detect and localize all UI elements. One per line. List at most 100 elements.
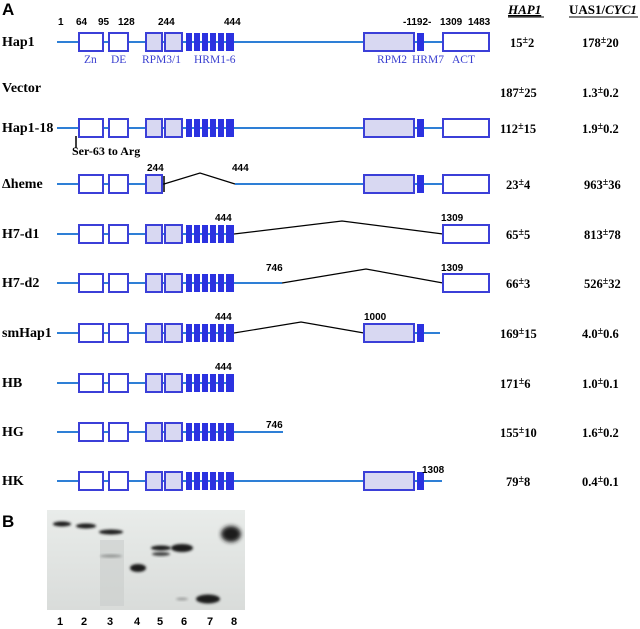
domain-label-de: DE [111,54,126,66]
rpm1-domain [164,471,183,491]
uas-value: 1.0±0.1 [582,376,619,391]
band-lane7-faint [176,597,188,601]
hrm1-6-repeats [186,225,234,243]
construct-row-hg: HG 746 155±10 1.6±0.2 [2,420,619,442]
construct-row-smhap1: smHap1 444 1000 169±15 4.0±0.6 [2,312,619,343]
uas-value: 1.3±0.2 [582,85,619,100]
domain-label-act: ACT [452,54,475,66]
hrm1-6-repeats [186,33,234,51]
breakpoint-number-a: 444 [215,213,232,224]
pos-444: 444 [224,17,241,28]
zn-domain [78,273,104,293]
lane-number: 1 [57,616,63,628]
deletion-line [163,172,236,185]
uas-value: 526±32 [584,276,621,291]
hap1-value: 187±25 [500,85,537,100]
uas-column-header: UAS1/CYC1 [569,2,637,17]
rpm1-domain [164,373,183,393]
domain-label-rpm31: RPM3/1 [142,54,181,66]
rpm1-domain [164,323,183,343]
construct-row-hb: HB 444 171±6 1.0±0.1 [2,362,619,393]
act-domain [442,118,490,138]
band-lane7 [196,594,220,604]
construct-row-vector: Vector 187±25 1.3±0.2 [2,81,619,100]
hap1-value: 15±2 [510,35,534,50]
mutation-note: Ser-63 to Arg [72,144,140,158]
pos-64: 64 [76,17,88,28]
rpm1-domain [164,422,183,442]
act-domain [442,224,490,244]
position-numbers: 1 64 95 128 244 444 -1192- 1309 1483 [58,17,491,28]
zn-domain [78,373,104,393]
hap1-value: 66±3 [506,276,530,291]
panel-b-label: B [2,512,14,531]
hrm1-6-repeats [186,423,234,441]
uas-value: 813±78 [584,227,621,242]
construct-name: Δheme [2,177,43,192]
rpm1-domain [164,32,183,52]
rpm3-domain [145,174,163,194]
band-lane8 [221,526,241,542]
band-lane3-faint [100,554,122,558]
hrm1-6-repeats [186,324,234,342]
pos-95: 95 [98,17,110,28]
construct-name: HG [2,425,24,440]
zn-domain [78,323,104,343]
domain-label-hrm7: HRM7 [412,54,444,66]
lane-number: 5 [157,616,163,628]
de-domain [108,273,129,293]
uas-value: 178±20 [582,35,619,50]
deletion-end-number: 444 [232,163,249,174]
deletion-line [281,268,444,284]
blot-membrane [47,510,245,610]
construct-row-hap1: Hap1 15±2 178±20 [2,32,619,52]
construct-name: HB [2,376,22,391]
band-lane1 [53,521,71,527]
band-lane5-lower [152,552,170,556]
de-domain [108,118,129,138]
band-lane2 [76,523,96,529]
band-lane3 [99,529,123,535]
blot-bands [53,521,241,604]
construct-name: H7-d2 [2,276,39,291]
lane-number: 4 [134,616,141,628]
construct-name: Hap1-18 [2,121,53,136]
domain-labels: Zn DE RPM3/1 HRM1-6 RPM2 HRM7 ACT [84,54,475,66]
hrm1-6-repeats [186,374,234,392]
construct-name: Hap1 [2,35,35,50]
uas-value: 0.4±0.1 [582,474,619,489]
breakpoint-number-b: 1000 [364,312,387,323]
rpm3-domain [145,273,163,293]
hrm7-domain [417,175,424,193]
band-lane5-upper [151,545,171,551]
pos-1309: 1309 [440,17,463,28]
uas-header-prefix: UAS1/ [569,2,606,17]
construct-row-delta-heme: Δheme 244 444 23±4 963±36 [2,163,621,194]
construct-row-hk: HK 1308 79±8 0.4±0.1 [2,465,619,491]
construct-row-h7-d2: H7-d2 746 1309 66±3 526±32 [2,263,621,293]
uas-value: 1.9±0.2 [582,121,619,136]
pos-1483: 1483 [468,17,491,28]
rpm1-domain [164,273,183,293]
pos-1: 1 [58,17,64,28]
uas-value: 963±36 [584,177,621,192]
breakpoint-number-a: 444 [215,312,232,323]
hap1-value: 169±15 [500,326,537,341]
rpm1-domain [164,118,183,138]
breakpoint-number-a: 746 [266,263,283,274]
de-domain [108,174,129,194]
end-number: 444 [215,362,232,373]
breakpoint-number-b: 1309 [441,263,464,274]
end-number: 746 [266,420,283,431]
band-lane6 [171,544,193,552]
de-domain [108,422,129,442]
hrm1-6-repeats [186,119,234,137]
rpm3-domain [145,373,163,393]
rpm3-domain [145,471,163,491]
deletion-line [233,321,365,334]
domain-label-hrm16: HRM1-6 [194,54,236,66]
uas-value: 4.0±0.6 [582,326,619,341]
zn-domain [78,118,104,138]
western-blot [47,510,245,610]
de-domain [108,32,129,52]
